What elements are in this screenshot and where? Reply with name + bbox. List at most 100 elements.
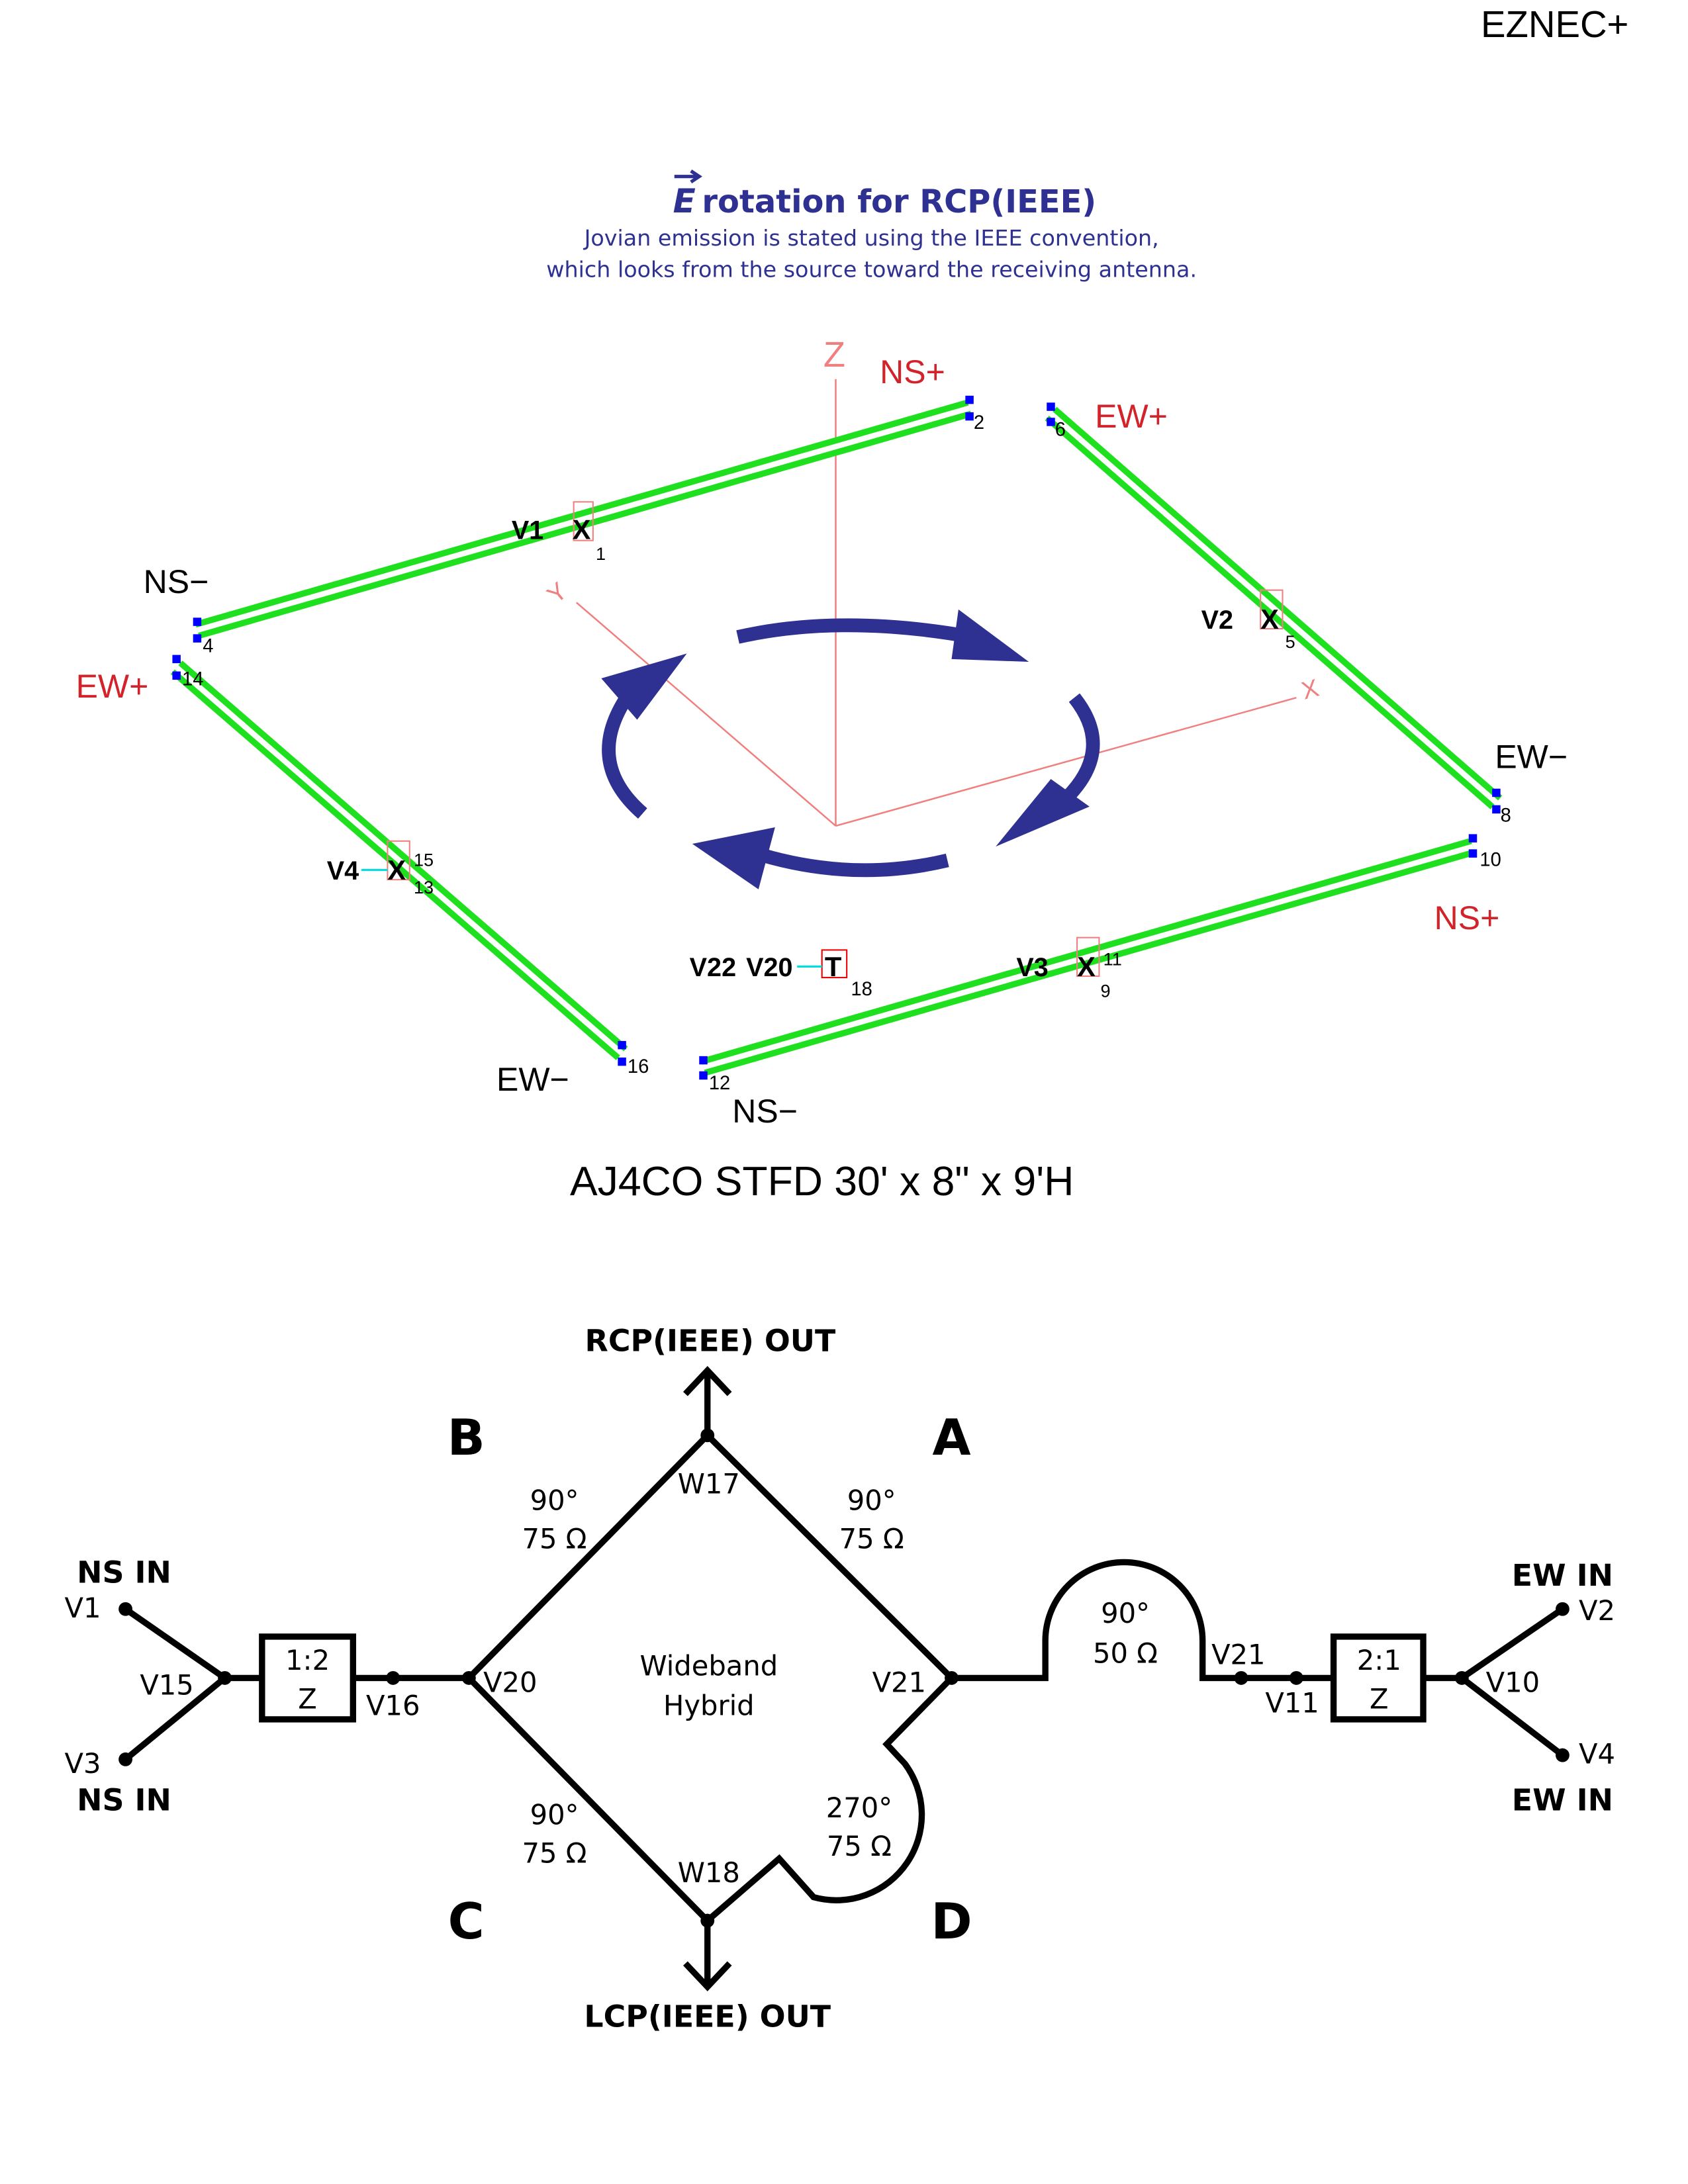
source-label-v20: V20 (746, 953, 792, 982)
vector-arrow-icon (674, 169, 702, 184)
input-v1: V1 (64, 1592, 101, 1624)
transmission-line-mark: T (825, 951, 841, 982)
node-v15: V15 (140, 1668, 194, 1701)
segment-number: 18 (851, 979, 872, 1000)
wire-end-16: 16 (628, 1056, 649, 1077)
node-v11: V11 (1265, 1687, 1319, 1719)
d-branch-270 (705, 1676, 954, 1923)
hybrid-label-1: Wideband (639, 1649, 778, 1682)
branch-a-z: 75 Ω (839, 1523, 904, 1555)
segment-number: 15 (414, 849, 434, 870)
label-ns-plus-top: NS+ (880, 353, 945, 390)
delay-line (951, 1559, 1334, 1682)
input-v4: V4 (1579, 1738, 1615, 1770)
node-w17: W17 (678, 1467, 740, 1500)
source-v1: V1 X 1 (512, 501, 606, 564)
port-c: C (448, 1892, 485, 1950)
wire-ew-top (1045, 406, 1503, 809)
ns-in-bottom-label: NS IN (77, 1782, 171, 1817)
node-v20: V20 (483, 1666, 538, 1698)
e-vector-symbol: E (673, 182, 696, 220)
segment-number: 13 (414, 877, 434, 897)
wire-end-6: 6 (1055, 419, 1066, 440)
source-label: V4 (327, 856, 359, 886)
branch-d-deg: 270° (826, 1792, 892, 1824)
port-d: D (931, 1892, 972, 1950)
hybrid-schematic: RCP(IEEE) OUT LCP(IEEE) OUT NS IN NS IN … (64, 1323, 1615, 2034)
ew-in-bottom-label: EW IN (1512, 1782, 1613, 1817)
input-v3: V3 (64, 1747, 101, 1780)
wire-end-10: 10 (1479, 849, 1501, 870)
branch-d-z: 75 Ω (827, 1830, 892, 1862)
delay-deg: 90° (1101, 1597, 1150, 1629)
rcp-out-arrow (683, 1365, 732, 1435)
label-ns-minus-left: NS− (144, 563, 209, 600)
y-axis-label: Y (541, 576, 572, 608)
sources: V1 X 1 V2 X 5 V4 X 15 13 V3 X 9 11 (327, 501, 1295, 1001)
axes: Z Y X (541, 335, 1322, 827)
left-z: Z (298, 1682, 317, 1715)
label-ns-plus-right: NS+ (1434, 899, 1500, 936)
branch-c-z: 75 Ω (522, 1837, 586, 1870)
label-ns-minus-bottom: NS− (732, 1093, 798, 1130)
source-label: V2 (1201, 606, 1233, 635)
input-v2: V2 (1579, 1594, 1615, 1627)
rotation-arrows-icon (601, 609, 1100, 889)
app-name: EZNEC+ (1481, 3, 1628, 45)
junction-dots (118, 1428, 1570, 1928)
right-ratio: 2:1 (1357, 1644, 1401, 1676)
label-ew-minus-bottom: EW− (496, 1061, 569, 1098)
source-label: V1 (512, 516, 543, 545)
wire-end-14: 14 (182, 668, 203, 690)
delay-z: 50 Ω (1093, 1637, 1158, 1670)
label-ew-minus-right: EW− (1495, 738, 1568, 775)
x-axis-label: X (1299, 674, 1322, 705)
title-line2: which looks from the source toward the r… (546, 257, 1197, 283)
source-v4: V4 X 15 13 (327, 840, 434, 897)
title-heading: rotation for RCP(IEEE) (702, 184, 1096, 220)
wire-end-12: 12 (709, 1073, 730, 1094)
right-z: Z (1370, 1682, 1389, 1715)
segment-number: 1 (596, 543, 606, 564)
segment-number: 5 (1286, 631, 1295, 652)
branch-b-z: 75 Ω (522, 1523, 586, 1555)
node-v10: V10 (1486, 1666, 1540, 1698)
source-v3: V3 X 9 11 (1016, 936, 1122, 1001)
segment-number: 9 (1101, 980, 1111, 1001)
node-v16: V16 (366, 1690, 420, 1722)
wire-ns-bottom (700, 838, 1476, 1076)
branch-a-deg: 90° (847, 1484, 896, 1516)
source-label: V3 (1016, 953, 1048, 982)
rcp-out-label: RCP(IEEE) OUT (585, 1323, 836, 1359)
label-ew-plus-left: EW+ (76, 668, 149, 705)
label-ew-plus-top: EW+ (1095, 398, 1168, 435)
source-mark: X (1077, 951, 1096, 982)
wire-end-4: 4 (203, 635, 213, 657)
wire-end-8: 8 (1501, 805, 1511, 827)
node-w18: W18 (678, 1856, 740, 1889)
wire-end-markers (172, 395, 1501, 1080)
source-v2: V2 X 5 (1201, 589, 1295, 652)
segment-number: 11 (1103, 948, 1122, 969)
title-line1: Jovian emission is stated using the IEEE… (583, 225, 1159, 251)
z-axis-label: Z (823, 335, 845, 375)
lcp-out-arrow (683, 1921, 732, 1991)
ns-in-top-label: NS IN (77, 1555, 171, 1590)
wire-ew-left (170, 660, 628, 1060)
left-ratio: 1:2 (285, 1644, 330, 1676)
source-label-v22: V22 (690, 953, 736, 982)
node-v21: V21 (872, 1666, 927, 1698)
wire-ns-top (195, 399, 972, 639)
lcp-out-label: LCP(IEEE) OUT (584, 1999, 831, 2034)
source-mark: X (1260, 604, 1279, 635)
branch-b-deg: 90° (530, 1484, 579, 1516)
wire-end-2: 2 (974, 412, 984, 433)
ew-in-top-label: EW IN (1512, 1557, 1613, 1593)
node-v21-right: V21 (1211, 1639, 1266, 1671)
rotation-title: E rotation for RCP(IEEE) Jovian emission… (546, 169, 1197, 283)
port-b: B (447, 1408, 485, 1467)
source-v20-v22: V22 V20 T 18 (690, 949, 872, 1000)
direction-labels: NS+ EW+ NS− EW+ EW− NS+ EW− NS− (76, 353, 1568, 1130)
source-mark: X (387, 854, 406, 886)
